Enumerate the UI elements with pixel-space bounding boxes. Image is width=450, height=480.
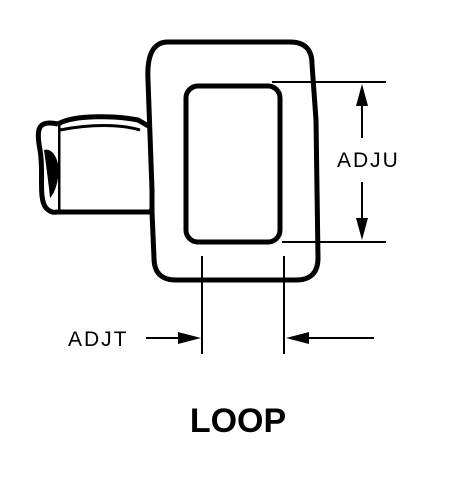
stem-cut-shadow: [44, 149, 59, 198]
adjt-label: ADJT: [68, 328, 129, 351]
loop-inner-opening: [183, 83, 283, 245]
stem-edge-line: [59, 124, 141, 132]
adjt-arrow-right-icon: [178, 332, 201, 344]
diagram-title: LOOP: [190, 402, 286, 440]
adju-arrow-down-icon: [356, 218, 368, 240]
adju-label: ADJU: [337, 149, 400, 172]
adju-arrow-up-icon: [356, 84, 368, 106]
adjt-arrow-left-icon: [286, 332, 309, 344]
adju-dimension: ADJU: [272, 81, 400, 243]
adjt-dimension: ADJT: [68, 256, 374, 354]
